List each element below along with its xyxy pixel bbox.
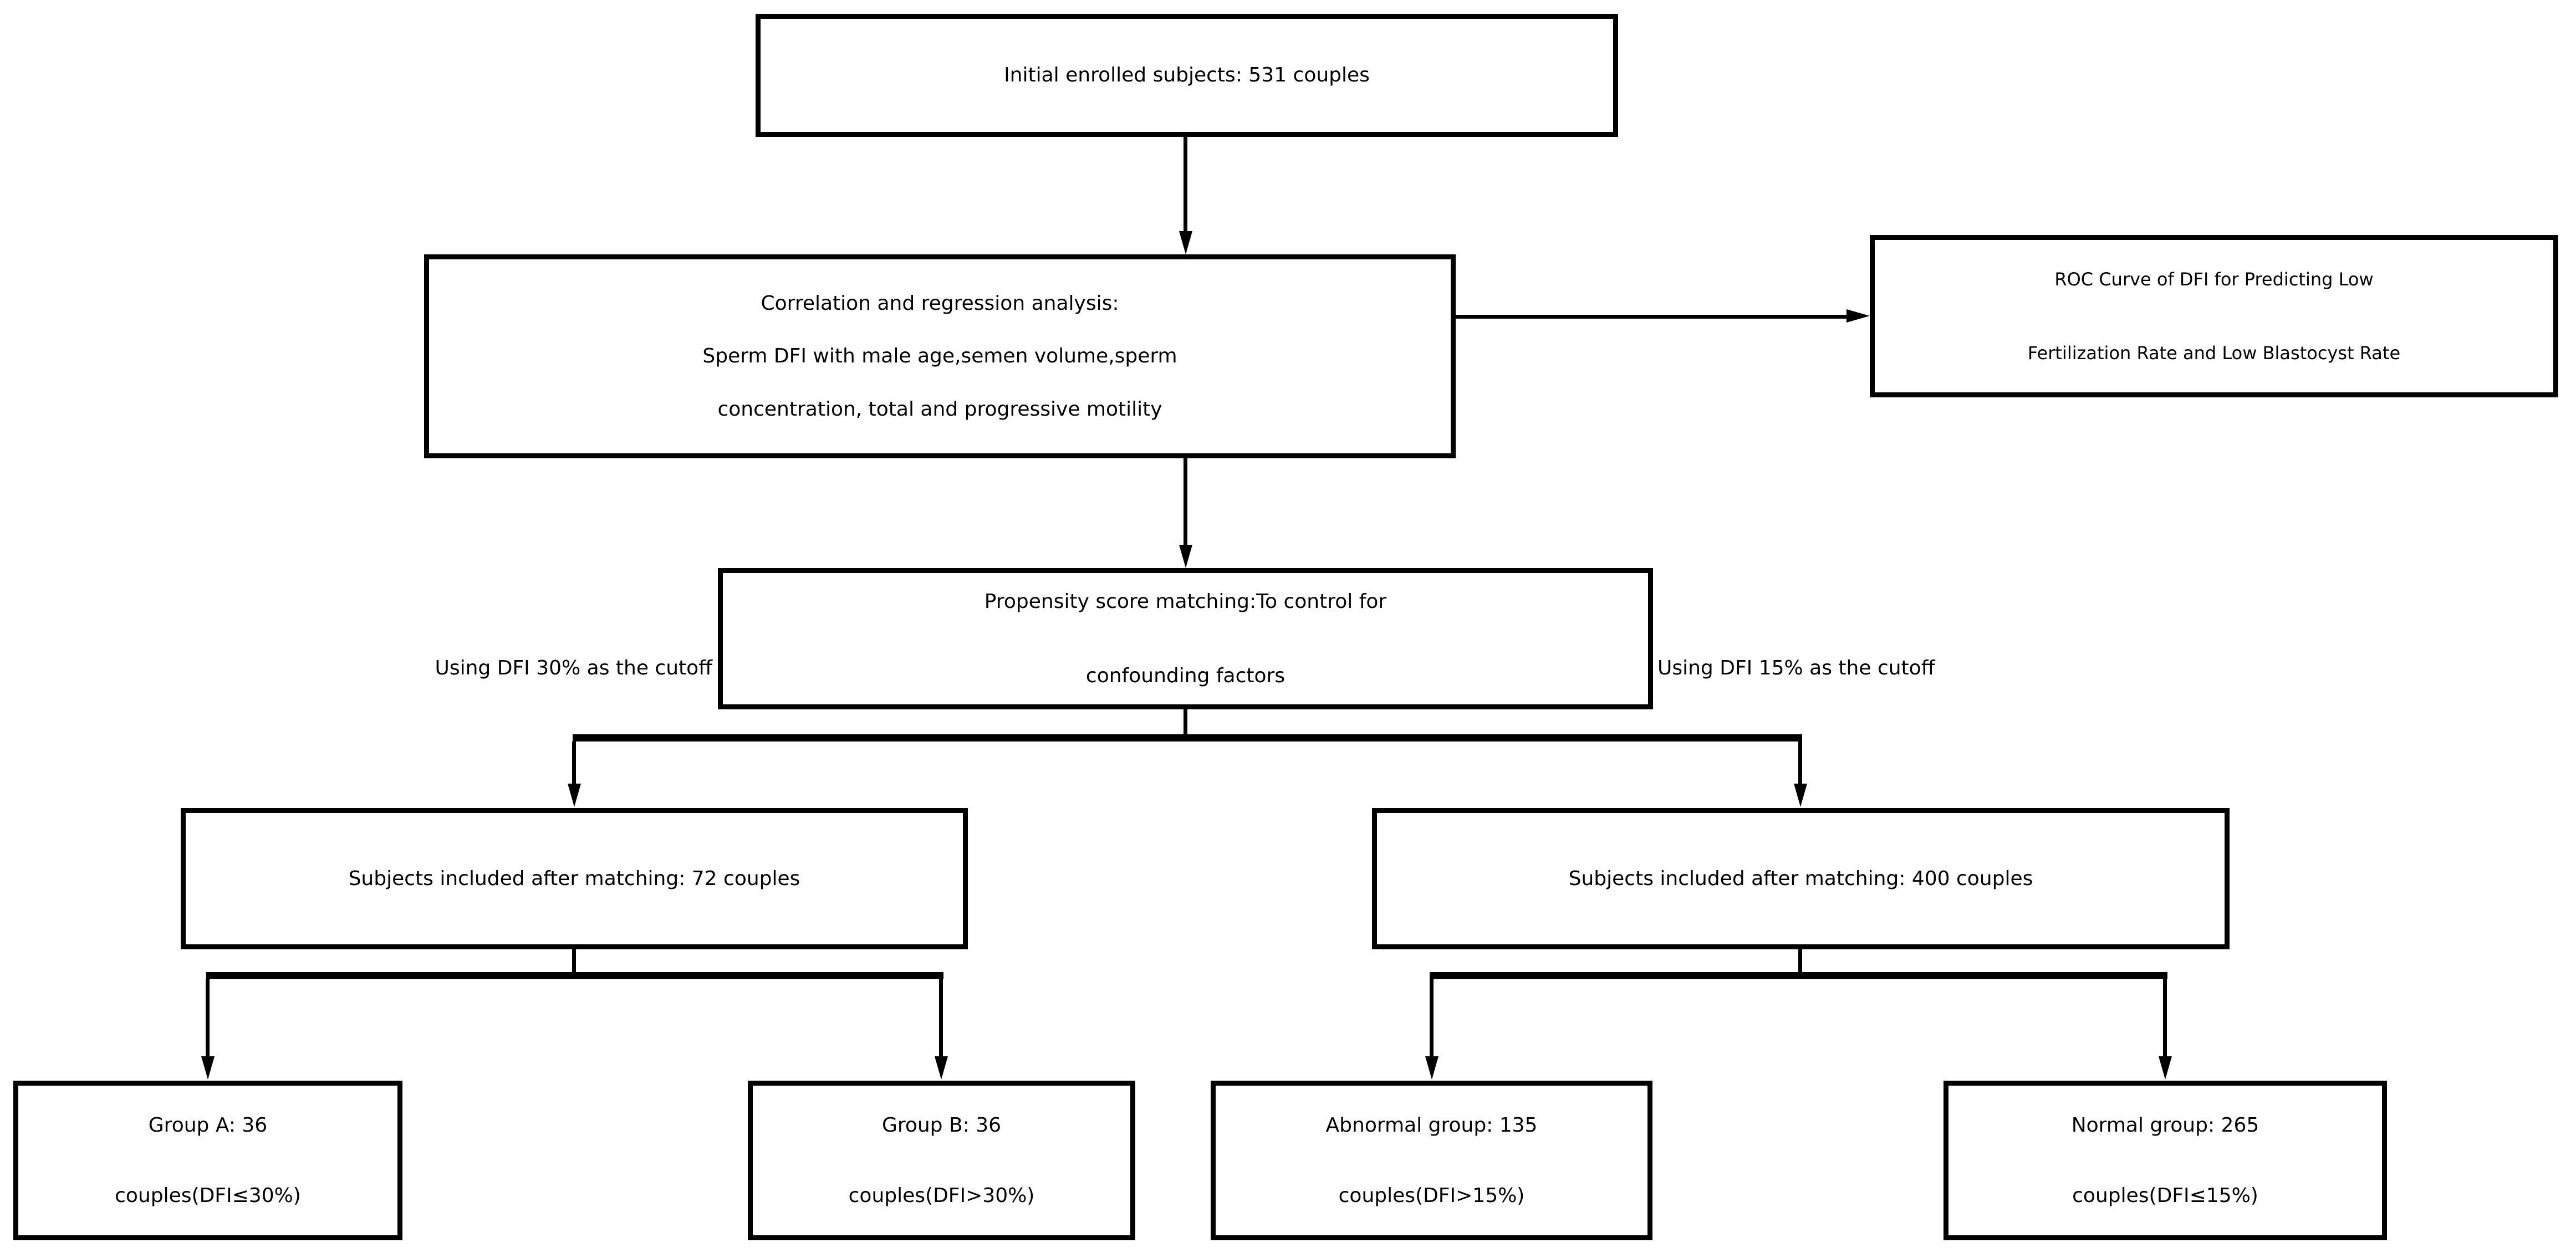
correlation-line-2: Sperm DFI with male age,semen volume,spe… [702, 345, 1177, 368]
split2-left-line [206, 979, 210, 1057]
normal-line-1: Normal group: 265 [2071, 1114, 2259, 1137]
roc-line-2: Fertilization Rate and Low Blastocyst Ra… [2027, 342, 2401, 364]
arrow-down-into-propensity-icon [1179, 545, 1192, 568]
matched-72-box: Subjects included after matching: 72 cou… [181, 808, 968, 949]
correlation-line-1: Correlation and regression analysis: [761, 292, 1119, 315]
arrow-right-into-roc-icon [1846, 309, 1870, 323]
split3-right-line [2163, 979, 2167, 1057]
split2-right-line [939, 979, 943, 1057]
group-b-box: Group B: 36 couples(DFI>30%) [748, 1081, 1135, 1240]
arrow-down-into-correlation-icon [1179, 231, 1192, 254]
matched-400-box: Subjects included after matching: 400 co… [1372, 808, 2230, 949]
split3-left-line [1430, 979, 1434, 1057]
split3-stub-line [1798, 949, 1802, 975]
arrow-down-into-group-a-icon [201, 1056, 215, 1080]
connector-correlation-to-propensity-line [1184, 458, 1187, 545]
connector-correlation-to-roc-line [1456, 315, 1848, 319]
normal-line-2: couples(DFI≤15%) [2072, 1184, 2258, 1207]
cutoff-30-label: Using DFI 30% as the cutoff [435, 657, 712, 679]
abnormal-line-2: couples(DFI>15%) [1338, 1184, 1525, 1207]
split1-left-line [572, 741, 576, 785]
matched-72-text: Subjects included after matching: 72 cou… [348, 867, 800, 890]
cutoff-15-label: Using DFI 15% as the cutoff [1657, 657, 1935, 679]
group-b-line-1: Group B: 36 [881, 1114, 1002, 1137]
group-b-line-2: couples(DFI>30%) [848, 1184, 1035, 1207]
split2-stub-line [572, 949, 576, 975]
arrow-down-into-matched-400-icon [1794, 784, 1807, 807]
arrow-down-into-normal-icon [2159, 1056, 2172, 1080]
arrow-down-into-matched-72-icon [568, 784, 581, 807]
split1-horizontal-line [573, 734, 1802, 741]
initial-subjects-text: Initial enrolled subjects: 531 couples [1004, 64, 1370, 87]
abnormal-group-box: Abnormal group: 135 couples(DFI>15%) [1211, 1081, 1652, 1240]
propensity-matching-box: Propensity score matching:To control for… [718, 568, 1653, 709]
propensity-line-2: confounding factors [1085, 664, 1286, 687]
group-a-box: Group A: 36 couples(DFI≤30%) [13, 1081, 402, 1240]
correlation-line-3: concentration, total and progressive mot… [717, 397, 1162, 421]
split2-horizontal-line [206, 972, 943, 979]
matched-400-text: Subjects included after matching: 400 co… [1568, 867, 2033, 890]
roc-line-1: ROC Curve of DFI for Predicting Low [2054, 269, 2374, 290]
arrow-down-into-abnormal-icon [1425, 1056, 1439, 1080]
split3-horizontal-line [1430, 972, 2167, 979]
group-a-line-1: Group A: 36 [148, 1114, 268, 1137]
group-a-line-2: couples(DFI≤30%) [115, 1184, 301, 1207]
initial-subjects-box: Initial enrolled subjects: 531 couples [756, 14, 1618, 137]
correlation-analysis-box: Correlation and regression analysis: Spe… [424, 254, 1456, 458]
connector-initial-to-correlation-line [1184, 137, 1187, 234]
roc-curve-box: ROC Curve of DFI for Predicting Low Fert… [1870, 235, 2558, 397]
arrow-down-into-group-b-icon [935, 1056, 948, 1080]
abnormal-line-1: Abnormal group: 135 [1325, 1114, 1538, 1137]
split1-stub-line [1184, 709, 1187, 738]
split1-right-line [1798, 741, 1802, 785]
normal-group-box: Normal group: 265 couples(DFI≤15%) [1944, 1081, 2387, 1240]
propensity-line-1: Propensity score matching:To control for [984, 590, 1387, 613]
